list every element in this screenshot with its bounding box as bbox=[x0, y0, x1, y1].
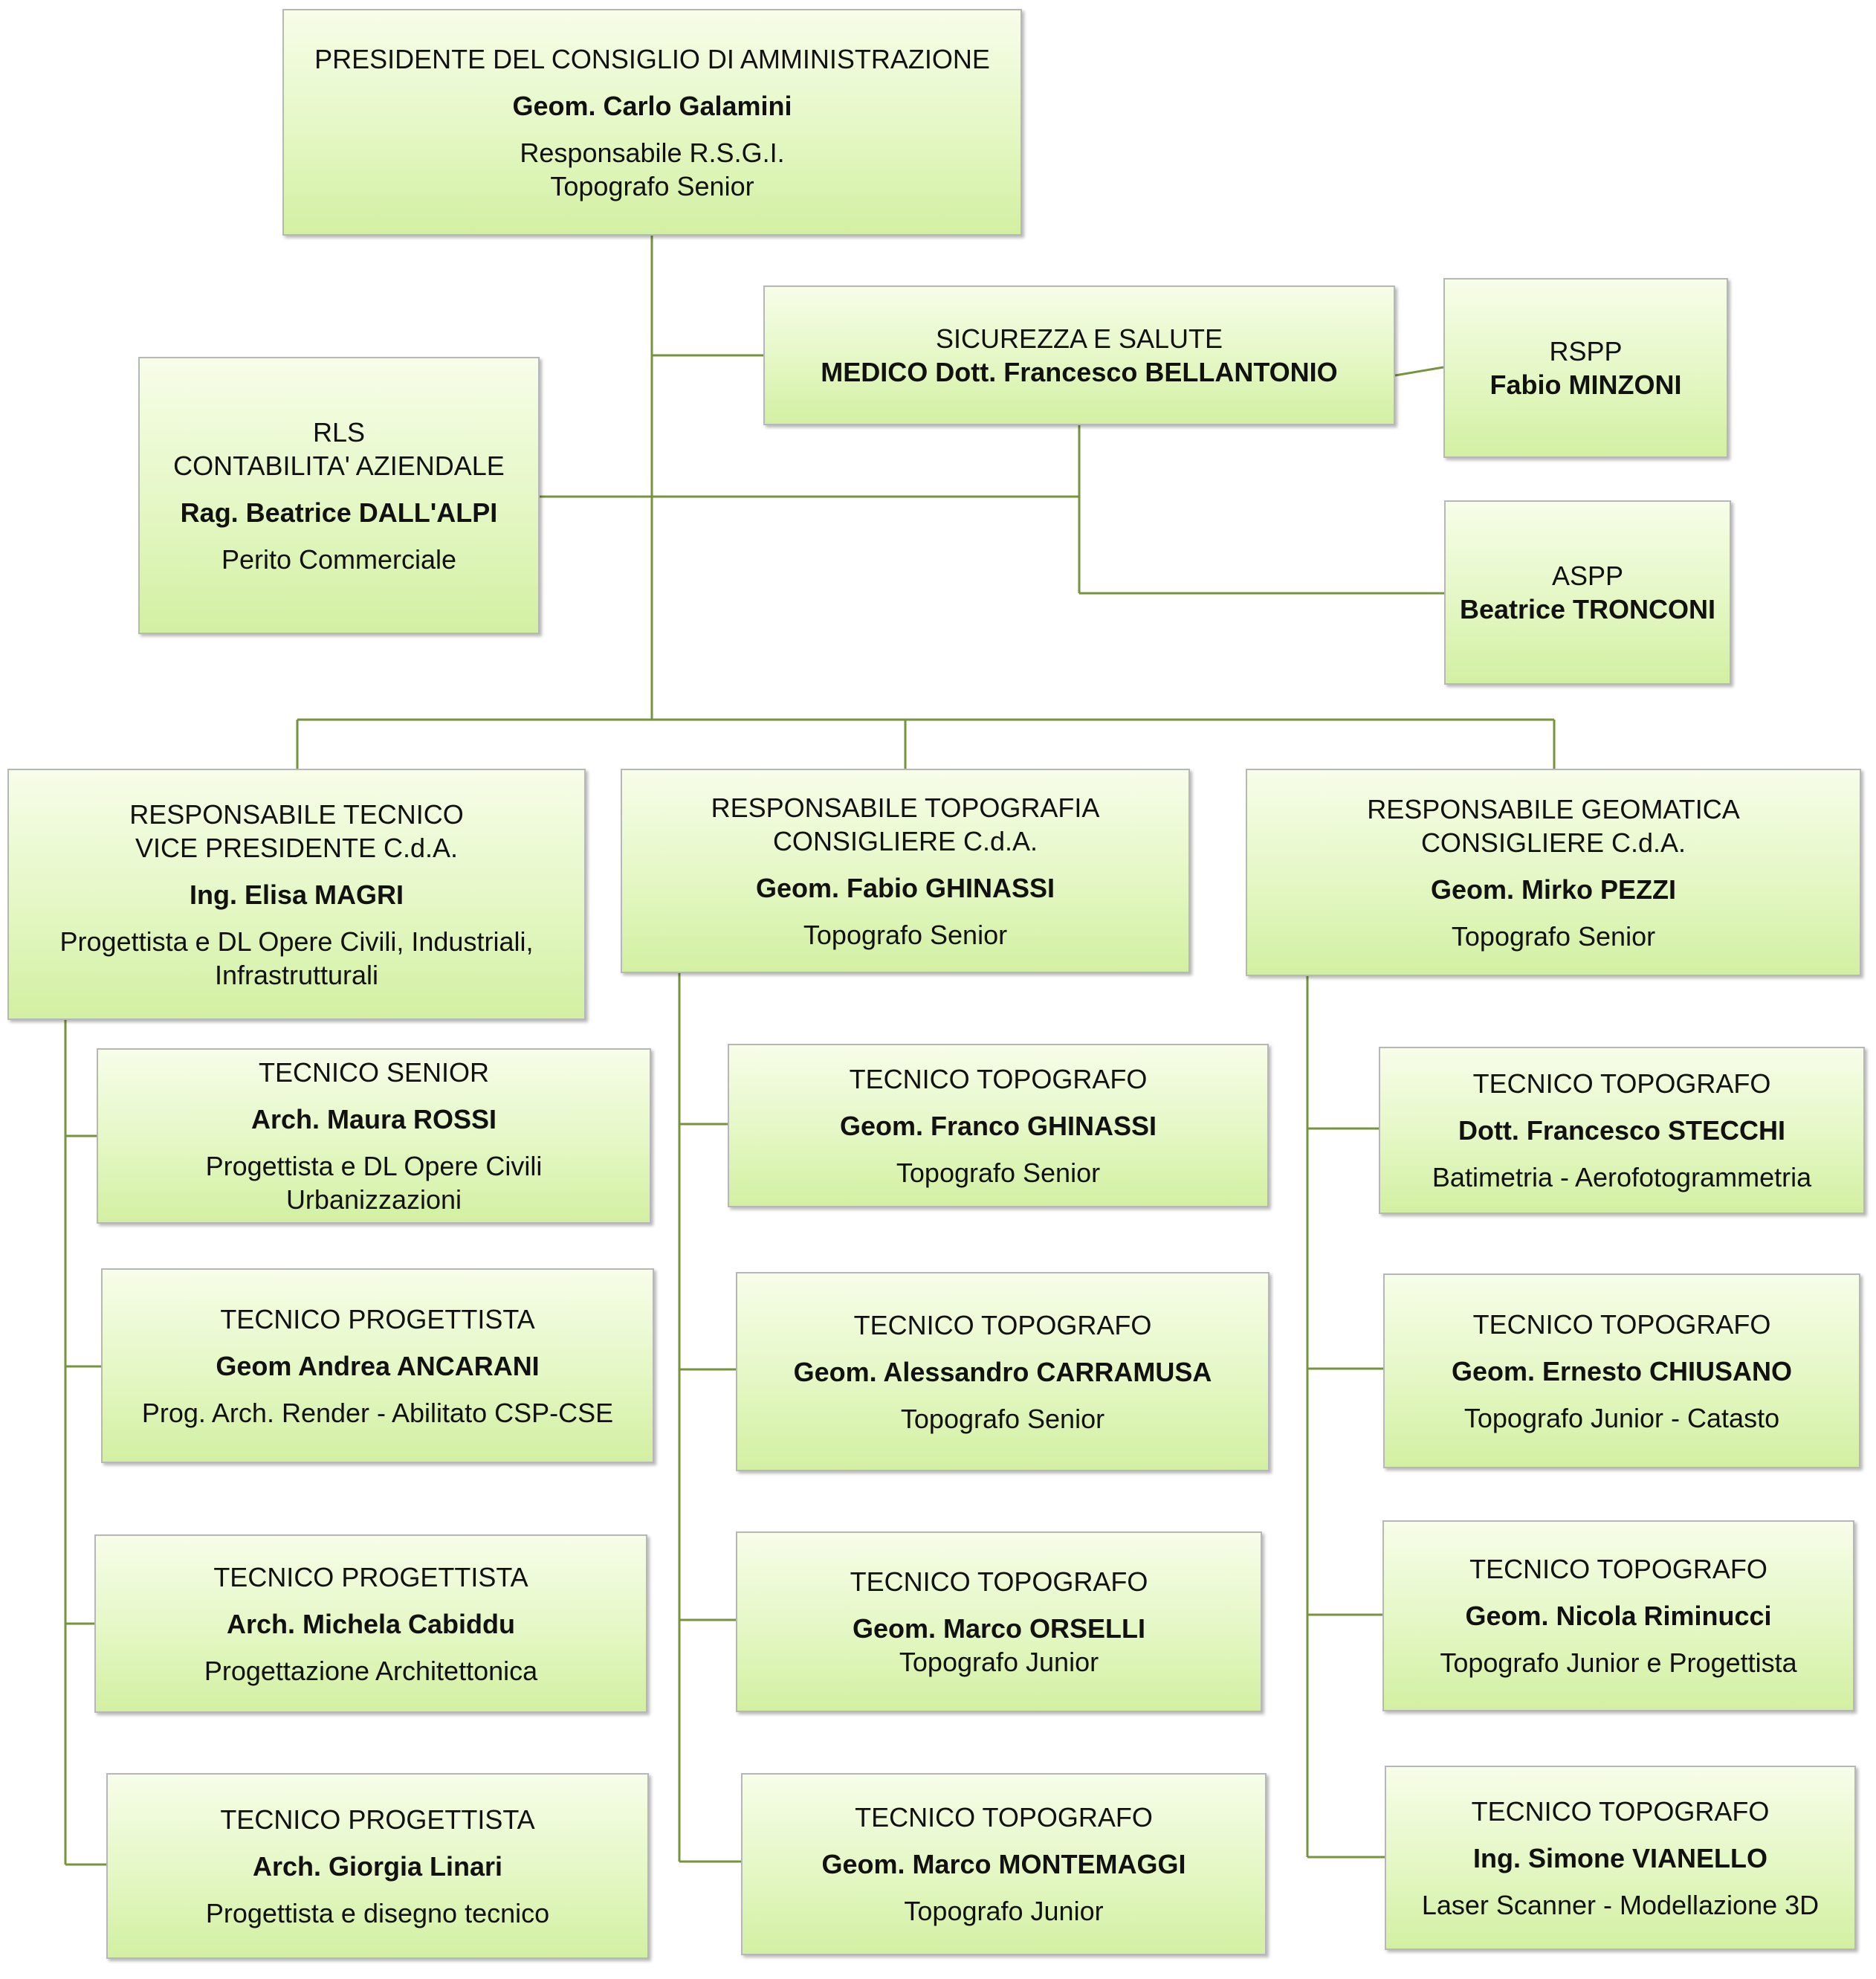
staff-title: TECNICO PROGETTISTA bbox=[220, 1804, 535, 1835]
staff-name: Ing. Simone VIANELLO bbox=[1472, 1842, 1768, 1873]
staff-desc: Topografo Junior bbox=[904, 1896, 1104, 1926]
staff-name: Geom. Alessandro CARRAMUSA bbox=[793, 1356, 1212, 1387]
dept-head-name: Ing. Elisa MAGRI bbox=[189, 879, 404, 910]
staff-name: Geom. Marco ORSELLI bbox=[852, 1613, 1146, 1644]
safety-title: SICUREZZA E SALUTE bbox=[935, 323, 1223, 354]
rls-title: RLS CONTABILITA' AZIENDALE bbox=[173, 416, 505, 481]
staff-desc: Topografo Junior bbox=[899, 1647, 1099, 1677]
staff-title: TECNICO SENIOR bbox=[258, 1057, 490, 1088]
staff-name: Arch. Michela Cabiddu bbox=[226, 1608, 516, 1639]
rspp-box: RSPP Fabio MINZONI bbox=[1443, 278, 1728, 458]
staff-name: Geom. Marco MONTEMAGGI bbox=[821, 1849, 1186, 1879]
staff-title: TECNICO TOPOGRAFO bbox=[855, 1802, 1153, 1833]
aspp-box: ASPP Beatrice TRONCONI bbox=[1444, 500, 1731, 685]
rls-name: Rag. Beatrice DALL'ALPI bbox=[180, 497, 498, 528]
dept-head-desc: Topografo Senior bbox=[803, 919, 1008, 950]
staff-desc: Topografo Senior bbox=[896, 1157, 1101, 1188]
staff-card: TECNICO PROGETTISTA Arch. Michela Cabidd… bbox=[94, 1534, 647, 1713]
staff-title: TECNICO TOPOGRAFO bbox=[1472, 1308, 1771, 1340]
dept-head-title: RESPONSABILE TECNICO VICE PRESIDENTE C.d… bbox=[129, 798, 464, 863]
staff-card: TECNICO TOPOGRAFO Ing. Simone VIANELLO L… bbox=[1385, 1766, 1856, 1950]
staff-name: Geom Andrea ANCARANI bbox=[216, 1350, 540, 1381]
president-title: PRESIDENTE DEL CONSIGLIO DI AMMINISTRAZI… bbox=[314, 43, 990, 74]
dept-head-topografia: RESPONSABILE TOPOGRAFIA CONSIGLIERE C.d.… bbox=[621, 769, 1190, 973]
staff-name: Geom. Franco GHINASSI bbox=[839, 1110, 1157, 1141]
staff-title: TECNICO TOPOGRAFO bbox=[1472, 1068, 1771, 1099]
staff-title: TECNICO PROGETTISTA bbox=[213, 1561, 528, 1592]
dept-head-title: RESPONSABILE TOPOGRAFIA CONSIGLIERE C.d.… bbox=[711, 792, 1100, 856]
president-desc: Responsabile R.S.G.I. Topografo Senior bbox=[520, 137, 785, 201]
staff-name: Geom. Nicola Riminucci bbox=[1465, 1601, 1772, 1631]
staff-card: TECNICO TOPOGRAFO Geom. Marco MONTEMAGGI… bbox=[741, 1773, 1267, 1955]
rls-box: RLS CONTABILITA' AZIENDALE Rag. Beatrice… bbox=[138, 357, 540, 634]
staff-desc: Batimetria - Aerofotogrammetria bbox=[1432, 1162, 1812, 1192]
dept-head-title: RESPONSABILE GEOMATICA CONSIGLIERE C.d.A… bbox=[1367, 793, 1740, 858]
staff-card: TECNICO SENIOR Arch. Maura ROSSI Progett… bbox=[97, 1048, 651, 1224]
aspp-name: Beatrice TRONCONI bbox=[1459, 594, 1716, 624]
dept-head-geomatica: RESPONSABILE GEOMATICA CONSIGLIERE C.d.A… bbox=[1246, 769, 1861, 976]
dept-head-name: Geom. Fabio GHINASSI bbox=[755, 872, 1055, 903]
staff-title: TECNICO TOPOGRAFO bbox=[1469, 1554, 1767, 1584]
dept-head-desc: Topografo Senior bbox=[1451, 920, 1656, 952]
staff-name: Arch. Giorgia Linari bbox=[252, 1850, 503, 1882]
staff-title: TECNICO TOPOGRAFO bbox=[1471, 1795, 1770, 1827]
staff-title: TECNICO TOPOGRAFO bbox=[853, 1309, 1152, 1340]
staff-card: TECNICO TOPOGRAFO Geom. Nicola Riminucci… bbox=[1382, 1520, 1854, 1711]
staff-desc: Progettista e DL Opere Civili Urbanizzaz… bbox=[205, 1151, 543, 1215]
dept-head-name: Geom. Mirko PEZZI bbox=[1430, 874, 1677, 905]
president-box: PRESIDENTE DEL CONSIGLIO DI AMMINISTRAZI… bbox=[282, 9, 1022, 236]
staff-card: TECNICO TOPOGRAFO Geom. Ernesto CHIUSANO… bbox=[1383, 1273, 1860, 1468]
staff-name: Geom. Ernesto CHIUSANO bbox=[1451, 1355, 1793, 1386]
safety-name: MEDICO Dott. Francesco BELLANTONIO bbox=[821, 357, 1338, 387]
staff-card: TECNICO PROGETTISTA Arch. Giorgia Linari… bbox=[106, 1773, 649, 1959]
dept-head-desc: Progettista e DL Opere Civili, Industria… bbox=[59, 926, 534, 990]
staff-desc: Progettista e disegno tecnico bbox=[205, 1897, 550, 1928]
rspp-name: Fabio MINZONI bbox=[1490, 369, 1682, 400]
dept-head-tecnico: RESPONSABILE TECNICO VICE PRESIDENTE C.d… bbox=[7, 769, 586, 1020]
staff-name: Arch. Maura ROSSI bbox=[250, 1104, 497, 1134]
president-name: Geom. Carlo Galamini bbox=[512, 90, 792, 121]
rls-desc: Perito Commerciale bbox=[221, 543, 457, 575]
staff-desc: Topografo Junior - Catasto bbox=[1463, 1402, 1780, 1433]
staff-title: TECNICO PROGETTISTA bbox=[220, 1303, 535, 1334]
staff-card: TECNICO TOPOGRAFO Geom. Alessandro CARRA… bbox=[736, 1272, 1269, 1471]
rspp-title: RSPP bbox=[1549, 336, 1623, 367]
staff-desc: Topografo Junior e Progettista bbox=[1440, 1647, 1797, 1678]
staff-card: TECNICO TOPOGRAFO Geom. Marco ORSELLI To… bbox=[736, 1531, 1262, 1712]
staff-title: TECNICO TOPOGRAFO bbox=[849, 1063, 1148, 1094]
staff-desc: Progettazione Architettonica bbox=[204, 1655, 538, 1686]
staff-desc: Laser Scanner - Modellazione 3D bbox=[1421, 1889, 1820, 1920]
staff-desc: Topografo Senior bbox=[900, 1403, 1105, 1434]
staff-card: TECNICO PROGETTISTA Geom Andrea ANCARANI… bbox=[101, 1268, 654, 1463]
staff-name: Dott. Francesco STECCHI bbox=[1458, 1115, 1786, 1146]
staff-card: TECNICO TOPOGRAFO Geom. Franco GHINASSI … bbox=[728, 1044, 1269, 1207]
safety-box: SICUREZZA E SALUTE MEDICO Dott. Francesc… bbox=[763, 285, 1395, 425]
staff-desc: Prog. Arch. Render - Abilitato CSP-CSE bbox=[141, 1397, 614, 1428]
aspp-title: ASPP bbox=[1551, 561, 1624, 591]
staff-card: TECNICO TOPOGRAFO Dott. Francesco STECCH… bbox=[1379, 1047, 1865, 1214]
staff-title: TECNICO TOPOGRAFO bbox=[850, 1566, 1148, 1597]
